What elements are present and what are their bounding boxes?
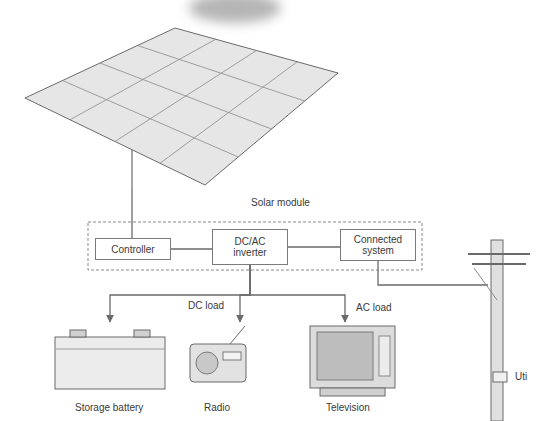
- television: AC loadTelevision: [305, 322, 400, 414]
- solar-module: Solar module: [25, 28, 340, 188]
- radio-antenna: [230, 326, 245, 344]
- battery-body: [55, 337, 165, 389]
- connector-line: [288, 246, 340, 247]
- pole-crossarm: [468, 253, 530, 255]
- system-dashed-frame: [88, 222, 422, 270]
- node-label: Television: [325, 402, 371, 413]
- service-wire: [474, 268, 497, 300]
- panel-outline: [25, 28, 338, 185]
- tv-controls: [379, 336, 390, 376]
- connector-arrow: [110, 265, 250, 322]
- battery-terminal: [70, 330, 86, 337]
- panel-illustration: [25, 28, 340, 188]
- inverter-box: DC/AC inverter: [212, 229, 288, 265]
- node-label: DC/AC inverter: [224, 236, 276, 258]
- node-label: Solar module: [250, 197, 311, 208]
- radio: DC loadRadio: [185, 322, 255, 414]
- pole-shaft: [491, 240, 503, 421]
- pole-crossarm: [472, 263, 526, 265]
- tv-stand: [320, 388, 385, 396]
- storage-battery: Storage battery: [50, 322, 170, 414]
- sun: [189, 0, 281, 23]
- utility-meter: [493, 372, 507, 382]
- connector-arrow: [240, 265, 250, 322]
- battery-terminal: [134, 330, 150, 337]
- utility-pole: Uti: [488, 240, 550, 421]
- controller-box: Controller: [95, 238, 171, 260]
- connector-line: [378, 261, 488, 285]
- connector-arrow: [250, 265, 345, 322]
- radio-dial: [223, 352, 241, 360]
- radio-body: [190, 344, 246, 382]
- connector-line: [131, 188, 132, 238]
- tv-screen: [317, 332, 373, 380]
- battery-illustration: [50, 322, 170, 414]
- panel-grid: [115, 51, 257, 142]
- tv-cabinet: [310, 326, 395, 388]
- radio-illustration: [185, 322, 255, 414]
- radio-speaker: [196, 352, 218, 374]
- node-label: Connected system: [349, 234, 407, 256]
- connector-line: [171, 248, 212, 249]
- node-label: Radio: [203, 402, 231, 413]
- battery-lid-line: [55, 349, 165, 350]
- panel-lead: [131, 150, 132, 188]
- pole-illustration: [488, 240, 550, 421]
- node-label: Controller: [100, 244, 166, 255]
- load-heading: DC load: [187, 300, 225, 311]
- panel-grid: [160, 62, 297, 164]
- node-label: Storage battery: [74, 402, 144, 413]
- load-heading: AC load: [355, 302, 393, 313]
- connected-system-box: Connected system: [340, 229, 416, 261]
- node-label: Uti: [514, 371, 528, 382]
- panel-grid: [138, 46, 305, 102]
- tv-illustration: [305, 322, 400, 414]
